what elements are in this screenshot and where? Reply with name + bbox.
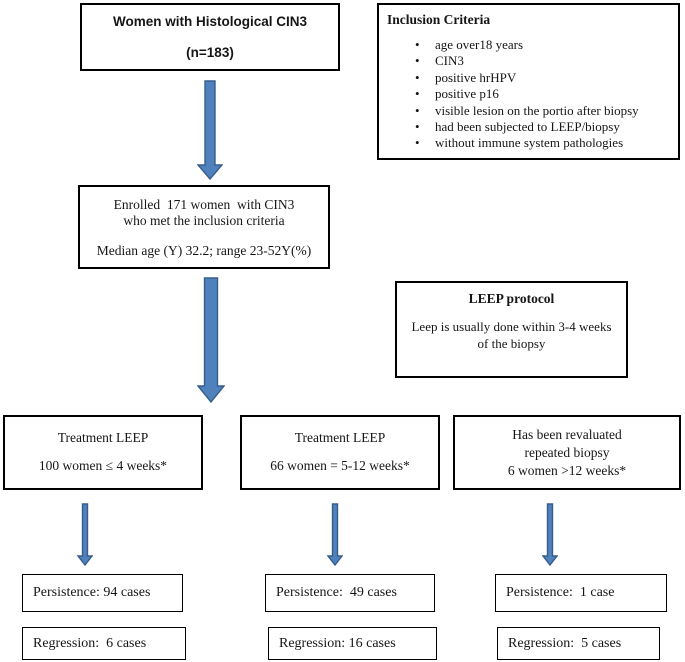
list-item: without immune system pathologies [415,135,678,152]
down-arrow-icon [197,277,225,403]
cohort-n: (n=183) [186,45,234,60]
treatment-count: 100 women ≤ 4 weeks* [38,458,168,473]
enrolled-line1: Enrolled 171 women with CIN3 [113,197,295,212]
persistence-5-12w-box: Persistence: 49 cases [265,574,435,612]
revaluated-line2: repeated biopsy [524,445,610,460]
inclusion-criteria-box: Inclusion Criteria age over18 years CIN3… [377,3,680,160]
regression-4w-box: Regression: 6 cases [22,627,186,660]
regression-value: Regression: 6 cases [33,635,147,651]
inclusion-criteria-title: Inclusion Criteria [387,12,491,27]
down-arrow-icon [542,503,558,566]
leep-protocol-title: LEEP protocol [468,291,555,306]
treatment-leep-5-12w-box: Treatment LEEP 66 women = 5-12 weeks* [240,415,440,490]
inclusion-criteria-list: age over18 years CIN3 positive hrHPV pos… [379,37,678,152]
revaluated-count: 6 women >12 weeks* [507,463,627,478]
list-item: age over18 years [415,37,678,54]
revaluated-line1: Has been revaluated [512,427,622,442]
down-arrow-icon [77,503,93,566]
cohort-title: Women with Histological CIN3 [112,14,308,29]
list-item: visible lesion on the portio after biops… [415,103,678,120]
persistence-4w-box: Persistence: 94 cases [22,574,183,612]
leep-protocol-body2: of the biopsy [477,336,546,351]
regression-5-12w-box: Regression: 16 cases [268,627,437,660]
regression-value: Regression: 16 cases [279,635,396,651]
leep-protocol-body1: Leep is usually done within 3-4 weeks [411,319,612,334]
treatment-label: Treatment LEEP [57,430,149,445]
revaluated-biopsy-box: Has been revaluated repeated biopsy 6 wo… [453,415,681,490]
persistence-12w-box: Persistence: 1 case [495,574,667,612]
enrolled-median-age: Median age (Y) 32.2; range 23-52Y(%) [96,243,312,258]
list-item: had been subjected to LEEP/biopsy [415,119,678,136]
persistence-value: Persistence: 94 cases [33,585,151,600]
treatment-count: 66 women = 5-12 weeks* [270,458,410,473]
persistence-value: Persistence: 49 cases [276,585,397,600]
treatment-label: Treatment LEEP [294,430,386,445]
enrolled-box: Enrolled 171 women with CIN3 who met the… [78,185,330,269]
list-item: positive p16 [415,86,678,103]
down-arrow-icon [197,80,223,180]
list-item: CIN3 [415,53,678,70]
down-arrow-icon [327,503,343,566]
persistence-value: Persistence: 1 case [506,585,615,600]
enrolled-line2: who met the inclusion criteria [123,213,285,228]
treatment-leep-4w-box: Treatment LEEP 100 women ≤ 4 weeks* [3,415,203,490]
regression-12w-box: Regression: 5 cases [497,627,660,660]
leep-protocol-box: LEEP protocol Leep is usually done withi… [395,281,628,378]
list-item: positive hrHPV [415,70,678,87]
cohort-box: Women with Histological CIN3 (n=183) [80,3,340,71]
regression-value: Regression: 5 cases [508,635,622,651]
